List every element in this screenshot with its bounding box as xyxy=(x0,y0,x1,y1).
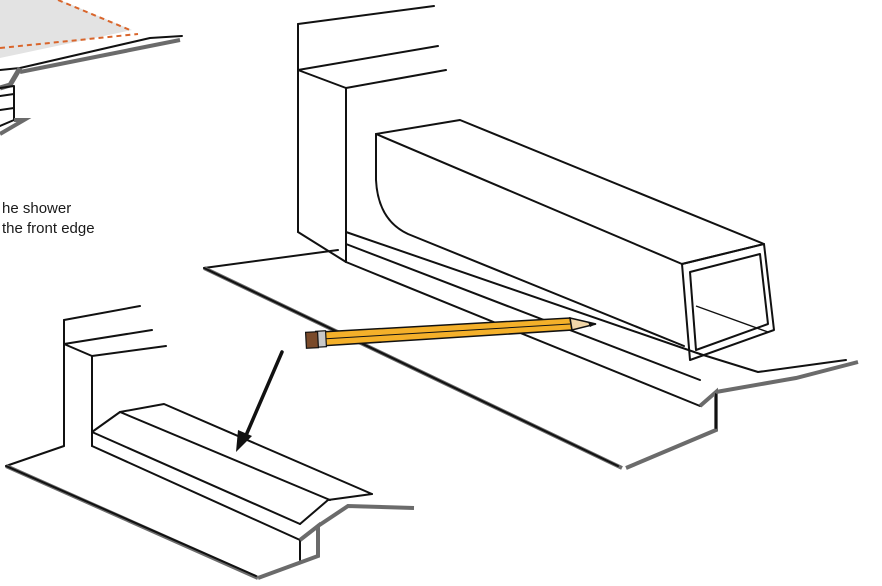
square-tube-form xyxy=(375,119,775,361)
caption-line-1: he shower xyxy=(2,200,72,217)
pointer-arrow xyxy=(236,350,284,452)
main-figure xyxy=(203,5,859,470)
bottom-left-figure xyxy=(5,305,415,580)
top-left-partial-figure xyxy=(0,0,183,136)
caption-line-2: the front edge xyxy=(2,220,95,237)
pencil-icon xyxy=(304,317,597,349)
